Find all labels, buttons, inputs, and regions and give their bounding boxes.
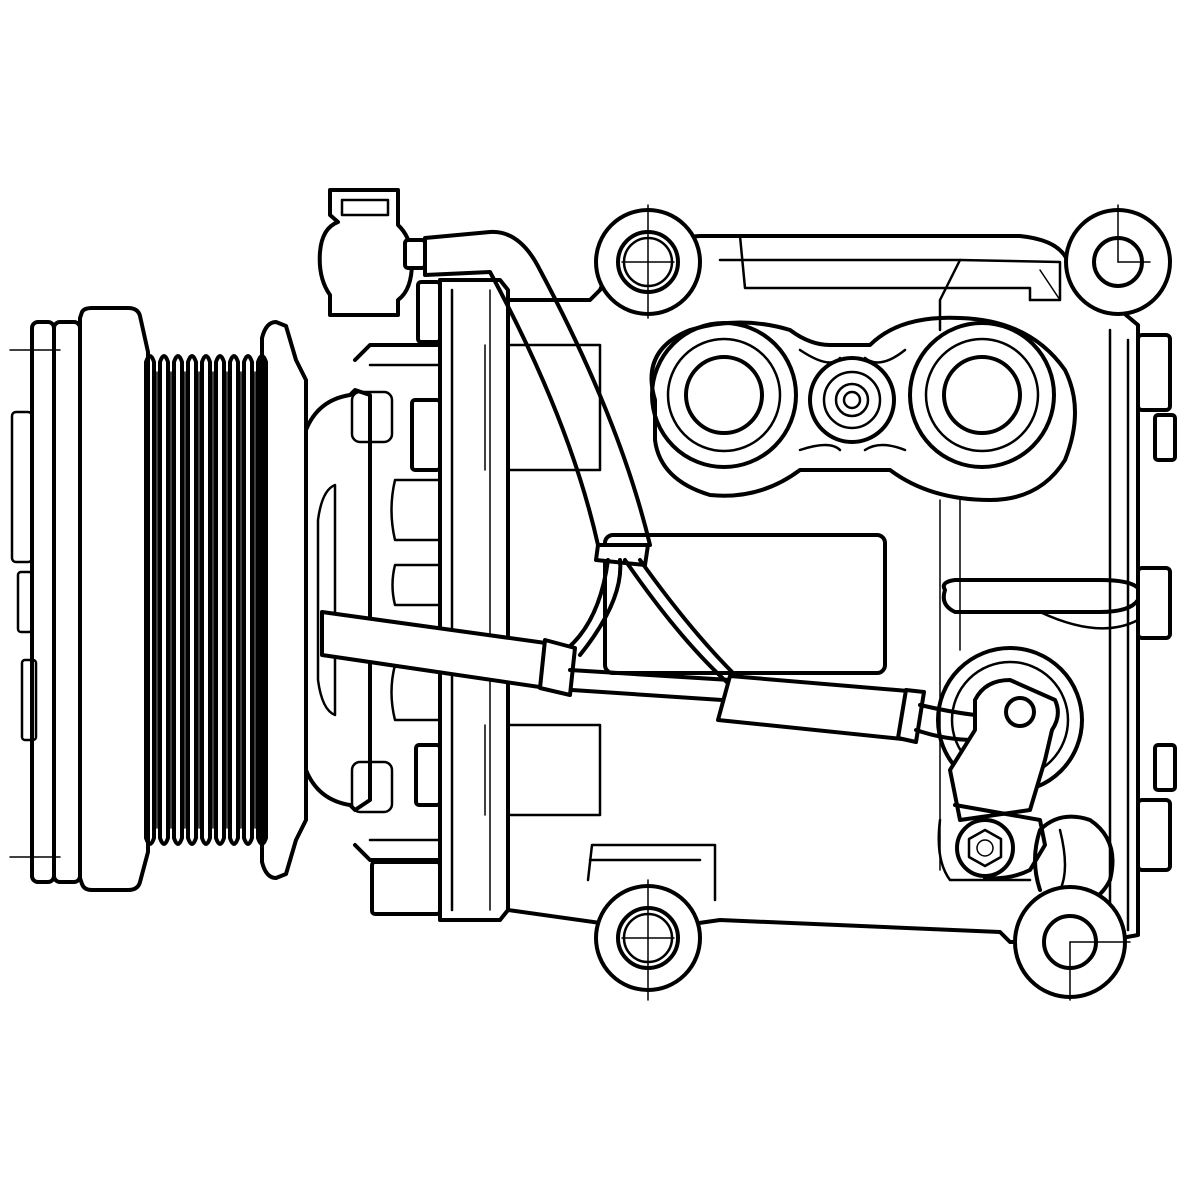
port-rim-left — [798, 348, 842, 364]
port-rim-right — [863, 348, 907, 364]
service-valve-outer — [808, 356, 896, 444]
top-ridge-3 — [958, 258, 1062, 302]
wire-to-terminal — [914, 703, 977, 742]
rear-bolt-3 — [1136, 566, 1172, 640]
electrical-connector — [317, 188, 414, 317]
terminal-hole — [1004, 696, 1036, 728]
wire-branch-2 — [578, 558, 623, 657]
discharge-port-inner — [942, 355, 1022, 435]
clutch-front-plate — [30, 320, 56, 884]
lower-right-boss-2 — [1058, 828, 1067, 892]
hub-tab-upper — [10, 410, 34, 564]
pulley-body — [78, 306, 150, 892]
pulley-groove-ridge — [144, 354, 156, 846]
mid-step — [506, 343, 602, 472]
rear-bolt-4 — [1153, 743, 1177, 792]
lug-bracket — [953, 803, 1047, 881]
rear-bolt-1 — [1136, 333, 1172, 412]
clutch-ring — [52, 320, 82, 884]
front-fin-3 — [390, 663, 442, 722]
terminal-nut-bore — [976, 839, 994, 857]
wire-join — [568, 668, 732, 702]
right-cable — [716, 674, 922, 742]
front-boss-lower — [350, 760, 394, 814]
top-ridge-4 — [1039, 269, 1061, 301]
pulley-groove-ridge — [242, 354, 254, 846]
pulley-rear-flange — [260, 320, 308, 880]
clutch-pulley-assembly — [9, 306, 308, 892]
suction-port-outer — [650, 321, 798, 469]
front-boss-upper — [350, 390, 394, 444]
connector-tab — [403, 238, 427, 270]
lower-right-boss — [1033, 814, 1115, 902]
terminal-nut-outer — [955, 818, 1015, 878]
suction-port-mid — [666, 337, 782, 453]
front-housing-inner — [316, 483, 337, 717]
discharge-port-mid — [924, 337, 1040, 453]
horizontal-rib — [941, 578, 1140, 614]
terminal-lug — [948, 678, 1060, 822]
service-valve-inner — [834, 382, 870, 418]
pulley-groove-ridge — [172, 354, 184, 846]
suction-port-inner — [684, 355, 764, 435]
rear-bolt-2 — [1153, 413, 1177, 462]
horizontal-rib-2 — [958, 610, 1140, 630]
pulley-groove-ridge — [214, 354, 226, 846]
body-flange — [438, 278, 510, 922]
pressure-switch — [936, 646, 1084, 882]
front-bolt-3 — [414, 743, 442, 807]
mid-step-2 — [506, 723, 602, 817]
pulley-groove-ridge — [228, 354, 240, 846]
terminal-nut-hex — [967, 828, 1003, 868]
connector-latch — [340, 198, 390, 217]
valve-ports — [649, 315, 1077, 502]
front-housing — [304, 280, 442, 916]
front-fin-1 — [390, 478, 442, 542]
top-ridge — [698, 234, 1032, 302]
front-fin-2 — [391, 563, 442, 607]
discharge-port-outer — [908, 321, 1056, 469]
front-bolt-2 — [410, 398, 442, 472]
mounting-ears — [594, 204, 1172, 1001]
service-valve-mid — [822, 370, 882, 430]
switch-skirt — [937, 818, 1032, 882]
pulley-grooves — [144, 354, 268, 846]
label-plate — [603, 533, 887, 675]
wire-harness — [317, 188, 977, 744]
hub-tab-lower — [20, 658, 38, 742]
pulley-groove-ridge — [158, 354, 170, 846]
rear-bolt-5 — [1136, 798, 1172, 872]
wire-branch-1 — [566, 558, 610, 650]
pulley-groove-ridge — [200, 354, 212, 846]
front-bolt-4 — [370, 860, 442, 916]
top-ridge-2 — [718, 258, 962, 332]
port-rim-bottom — [798, 443, 907, 452]
service-valve-core — [842, 390, 862, 410]
left-cable-collar — [538, 638, 577, 697]
wire-branch-4 — [638, 558, 737, 677]
hub-tab-mid — [16, 570, 34, 634]
wire-branch-3 — [623, 558, 732, 687]
front-bolt-1 — [416, 280, 442, 344]
bottom-boss-step — [586, 843, 717, 902]
pulley-groove-ridge — [186, 354, 198, 846]
upper-cable — [423, 229, 652, 547]
front-housing-neck — [353, 343, 442, 862]
port-manifold — [649, 315, 1077, 502]
front-housing-outline — [304, 388, 372, 812]
